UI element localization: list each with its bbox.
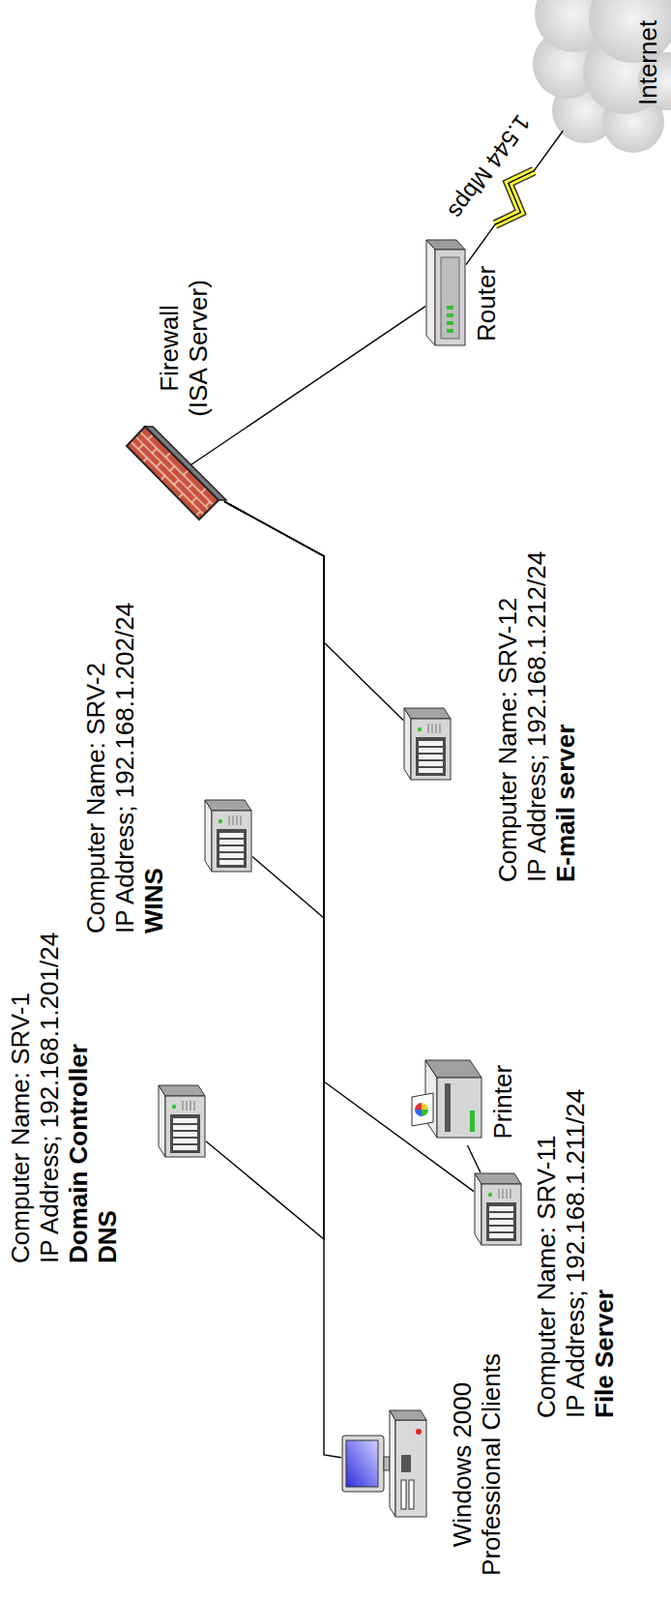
server-icon <box>474 1172 522 1245</box>
router-icon-part <box>435 249 466 346</box>
printer-icon-part <box>421 1102 429 1109</box>
router-icon-part <box>426 239 466 250</box>
router-icon-part <box>426 239 436 346</box>
server-icon <box>204 799 252 872</box>
client-computer-part <box>389 1409 427 1420</box>
client-computer-part <box>415 1428 422 1434</box>
ip-address: IP Address; 192.168.1.202/24 <box>110 602 140 934</box>
printer-icon-part <box>421 1108 429 1116</box>
server-node: Computer Name: SRV-12IP Address; 192.168… <box>403 706 452 781</box>
printer-icon-part <box>414 1102 422 1109</box>
server-role: E-mail server <box>551 724 581 882</box>
ip-address: IP Address; 192.168.1.201/24 <box>34 932 64 1263</box>
router-icon-part <box>446 313 454 318</box>
computer-name: Computer Name: SRV-1 <box>5 991 35 1263</box>
cloud-node: Internet <box>536 0 671 149</box>
router-icon-part <box>446 320 454 325</box>
router-icon <box>426 239 466 346</box>
computer-name: Computer Name: SRV-11 <box>531 1135 561 1418</box>
edge-layer <box>191 130 564 1457</box>
network-link <box>205 500 324 1239</box>
server-role: Domain Controller <box>63 1043 93 1263</box>
client-computer-part <box>346 1439 379 1487</box>
node-caption: Printer <box>488 1064 518 1139</box>
printer-icon-part <box>425 1059 482 1078</box>
client-computer-part <box>389 1409 396 1517</box>
edge-label: 1.544 Mbps <box>441 110 535 225</box>
server-node: Computer Name: SRV-2IP Address; 192.168.… <box>204 798 253 873</box>
router-icon-part <box>446 305 454 310</box>
internet-cloud <box>532 0 671 153</box>
node-caption: Internet <box>633 20 663 106</box>
printer-icon-part <box>437 1077 482 1138</box>
client-computer-part <box>383 1456 390 1470</box>
server-node: Computer Name: SRV-1IP Address; 192.168.… <box>157 1083 206 1158</box>
printer-icon-part <box>411 1092 434 1126</box>
firewall-node: Firewall (ISA Server) <box>125 426 227 524</box>
network-link <box>191 306 426 466</box>
computer-name: Computer Name: SRV-12 <box>493 597 523 882</box>
network-link <box>224 500 324 918</box>
server-role: File Server <box>589 1288 619 1418</box>
node-caption: Router <box>471 265 501 342</box>
client-computer <box>342 1409 427 1517</box>
printer-icon <box>411 1059 482 1138</box>
server-icon <box>404 707 451 780</box>
client-computer-part <box>401 1479 407 1509</box>
printer-icon-part <box>469 1109 475 1132</box>
client-computer-part <box>408 1479 414 1509</box>
router-node: Router <box>425 238 467 347</box>
printer-icon-part <box>414 1108 422 1116</box>
client-computer-part <box>401 1454 411 1472</box>
router-icon-part <box>446 328 454 333</box>
node-caption: Firewall (ISA Server) <box>154 278 213 418</box>
router-icon-part <box>440 257 460 339</box>
node-caption: Windows 2000 Professional Clients <box>447 1351 506 1576</box>
server-icon-part <box>158 1084 205 1157</box>
network-link <box>224 500 404 720</box>
network-link <box>466 1144 480 1172</box>
server-icon <box>158 1084 205 1157</box>
network-link <box>224 500 474 1191</box>
client-node: Windows 2000 Professional Clients <box>341 1406 429 1520</box>
firewall-wall <box>126 426 227 520</box>
printer-icon-part <box>444 1082 451 1132</box>
client-computer-part <box>342 1434 384 1491</box>
ip-address: IP Address; 192.168.1.211/24 <box>560 1088 590 1418</box>
client-computer-part <box>395 1419 427 1517</box>
server-icon-part <box>204 799 252 872</box>
server-role: WINS <box>139 867 169 934</box>
ip-address: IP Address; 192.168.1.212/24 <box>522 551 552 882</box>
server-node: Computer Name: SRV-11IP Address; 192.168… <box>473 1171 523 1246</box>
firewall-wall-part <box>126 426 219 520</box>
computer-name: Computer Name: SRV-2 <box>81 662 111 934</box>
printer-node: Printer <box>409 1057 484 1145</box>
server-role: DNS <box>92 1209 122 1263</box>
server-icon-part <box>474 1172 522 1245</box>
server-icon-part <box>404 707 451 780</box>
